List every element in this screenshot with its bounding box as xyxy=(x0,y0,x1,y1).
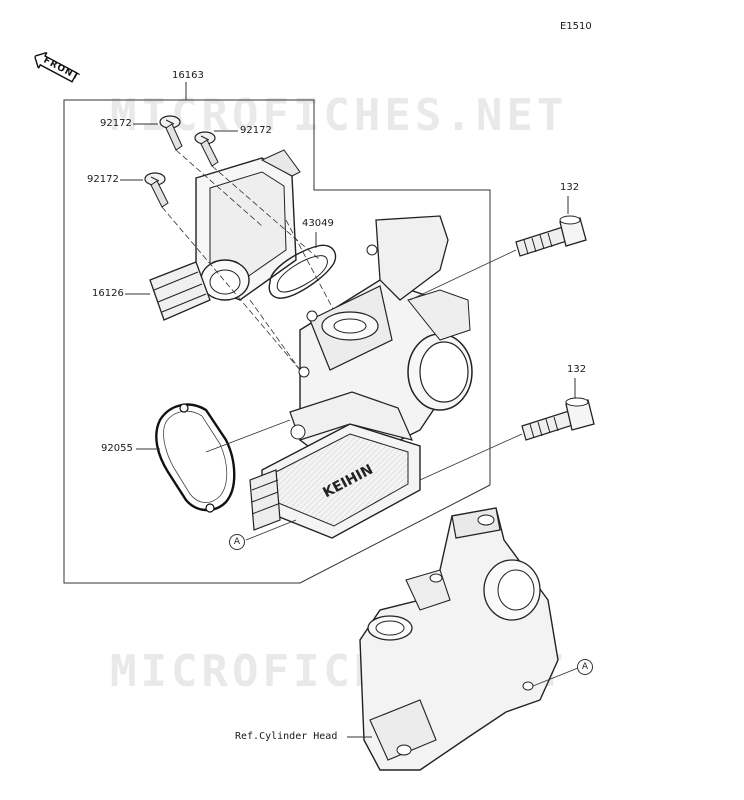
screw-92172-top xyxy=(159,115,183,151)
assembly-frame xyxy=(63,99,491,584)
bolt-132-top xyxy=(515,215,587,257)
part-label-92172-mid: 92172 xyxy=(240,125,272,136)
part-label-16126: 16126 xyxy=(92,288,124,299)
leader-gasket-to-body xyxy=(205,419,291,453)
screw-92172-mid xyxy=(194,131,219,167)
callout-a-left: A xyxy=(229,534,245,550)
part-label-43049: 43049 xyxy=(302,218,334,229)
front-direction-tag: FRONT xyxy=(30,48,81,85)
diagram-code: E1510 xyxy=(560,21,592,32)
part-label-16163: 16163 xyxy=(172,70,204,81)
part-label-132-top: 132 xyxy=(560,182,580,193)
callout-a-right: A xyxy=(577,659,593,675)
sensor-16126 xyxy=(149,149,301,321)
front-arrow-icon xyxy=(33,51,78,83)
injector-housing xyxy=(249,391,421,539)
gasket-92055 xyxy=(155,403,236,513)
part-label-92172-left: 92172 xyxy=(87,174,119,185)
part-label-132-bottom: 132 xyxy=(567,364,587,375)
bolt-132-bottom xyxy=(521,397,595,441)
part-label-92172-top: 92172 xyxy=(100,118,132,129)
leader-callout-a-right xyxy=(532,667,579,687)
seal-43049 xyxy=(268,244,337,299)
screw-92172-left xyxy=(144,172,169,208)
leader-bolt-bottom-axis xyxy=(419,433,523,481)
part-label-92055: 92055 xyxy=(101,443,133,454)
leader-callout-a-left xyxy=(245,519,297,541)
cylinder-head-intake xyxy=(359,507,559,771)
leader-bolt-top-axis xyxy=(409,249,517,301)
ref-cylinder-head-label: Ref.Cylinder Head xyxy=(235,731,338,742)
